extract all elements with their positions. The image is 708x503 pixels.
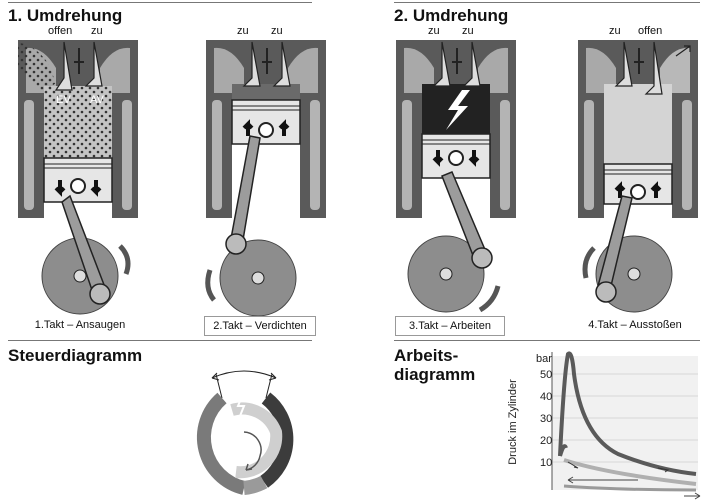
heading-steuerdiagramm: Steuerdiagramm [8, 346, 143, 365]
pressure-volume-diagram: Druck im Zylinder bar 50 40 30 20 10 [508, 351, 701, 500]
valve-label-stroke1-left: offen [48, 25, 73, 37]
valve-label-stroke3-right: zu [462, 25, 474, 37]
pv-tick-50: 50 [540, 369, 552, 381]
valve-label-stroke4-right: offen [638, 25, 663, 37]
valve-label-stroke2-right: zu [271, 25, 283, 37]
heading-first-revolution: 1. Umdrehung [8, 6, 123, 25]
port-label-ev: EV [56, 94, 71, 106]
pv-curve-power [558, 351, 697, 476]
section-rule-right [394, 340, 700, 341]
pv-tick-20: 20 [540, 435, 552, 447]
valve-label-stroke1-right: zu [91, 25, 103, 37]
engine-stroke-intake: EV AV [18, 40, 138, 315]
top-rule-right [394, 2, 700, 3]
pv-curve-compression-start [558, 444, 568, 457]
pv-ylabel: Druck im Zylinder [508, 379, 519, 465]
engine-stroke-compression [205, 40, 326, 317]
heading-second-revolution: 2. Umdrehung [394, 6, 509, 25]
caption-stroke-1: 1.Takt – Ansaugen [34, 319, 126, 331]
valve-label-stroke4-left: zu [609, 25, 621, 37]
valve-timing-diagram [196, 370, 294, 495]
heading-arbeitsdiagramm-line1: Arbeits- [394, 346, 459, 365]
caption-stroke-4: 4.Takt – Ausstoßen [588, 319, 682, 331]
engine-stroke-exhaust [578, 40, 698, 313]
engine-stroke-power [396, 40, 516, 313]
pv-tick-40: 40 [540, 391, 552, 403]
port-label-av: AV [90, 94, 105, 106]
heading-arbeitsdiagramm-line2: diagramm [394, 365, 476, 384]
pv-tick-30: 30 [540, 413, 552, 425]
top-rule-left [8, 2, 312, 3]
pv-tick-10: 10 [540, 457, 552, 469]
valve-label-stroke3-left: zu [428, 25, 440, 37]
pv-unit: bar [536, 353, 552, 365]
section-rule-left [8, 340, 312, 341]
caption-stroke-2: 2.Takt – Verdichten [204, 316, 316, 336]
heading-arbeitsdiagramm: Arbeits- diagramm [394, 346, 475, 384]
pv-curve-compression [563, 458, 697, 486]
caption-stroke-3: 3.Takt – Arbeiten [395, 316, 505, 336]
valve-label-stroke2-left: zu [237, 25, 249, 37]
pv-curve-exhaust [563, 484, 697, 492]
